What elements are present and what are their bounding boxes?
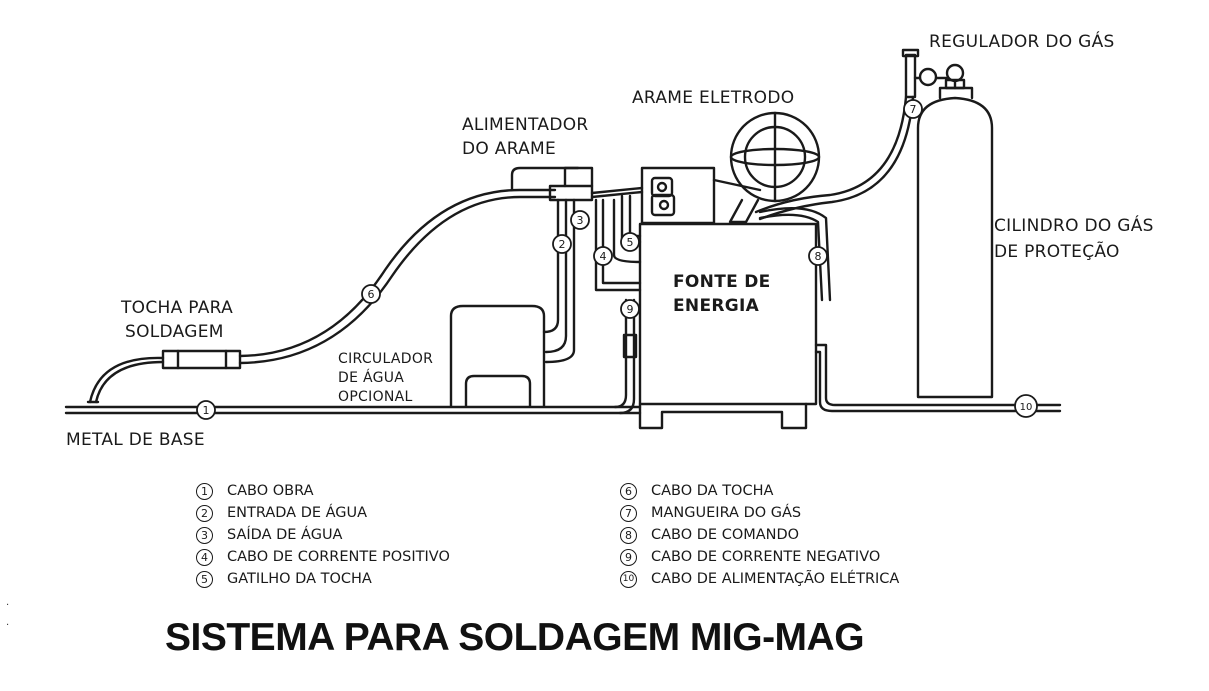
marker-9-text: 9 (627, 303, 634, 316)
legend-text: CABO DA TOCHA (651, 483, 774, 499)
water-circulator (449, 304, 546, 408)
feeder-connector (510, 166, 644, 202)
gas-hose (754, 95, 915, 221)
legend-item: 2 ENTRADA DE ÁGUA (196, 502, 450, 524)
label-tocha-2: SOLDAGEM (125, 322, 224, 342)
legend-text: SAÍDA DE ÁGUA (227, 527, 343, 543)
legend-text: CABO OBRA (227, 483, 314, 499)
label-arame-eletrodo: ARAME ELETRODO (632, 88, 795, 108)
marker-4: 4 (593, 246, 613, 266)
marker-10-text: 10 (1020, 402, 1033, 413)
marker-2: 2 (552, 234, 572, 254)
power-source (638, 222, 818, 430)
water-hoses (542, 198, 576, 364)
marker-7: 7 (903, 99, 923, 119)
label-fonte-1: FONTE DE (673, 272, 771, 292)
legend-item: 10 CABO DE ALIMENTAÇÃO ELÉTRICA (620, 568, 899, 590)
legend-text: MANGUEIRA DO GÁS (651, 505, 802, 521)
legend-number: 10 (620, 570, 637, 588)
marker-6: 6 (361, 284, 381, 304)
label-circulador-2: DE ÁGUA (338, 370, 405, 386)
legend-number: 5 (196, 570, 213, 588)
marker-1-text: 1 (203, 404, 210, 417)
margin-dot: · (6, 620, 10, 631)
legend-item: 3 SAÍDA DE ÁGUA (196, 524, 450, 546)
legend-item: 8 CABO DE COMANDO (620, 524, 899, 546)
marker-8: 8 (808, 246, 828, 266)
label-cilindro-1: CILINDRO DO GÁS (994, 216, 1154, 236)
label-circulador-1: CIRCULADOR (338, 351, 434, 367)
legend-number: 2 (196, 504, 213, 522)
label-tocha-1: TOCHA PARA (121, 298, 233, 318)
marker-7-text: 7 (910, 103, 917, 116)
marker-5-text: 5 (627, 236, 634, 249)
gas-regulator (901, 48, 965, 99)
base-metal (64, 405, 642, 415)
label-circulador-3: OPCIONAL (338, 389, 413, 405)
marker-3: 3 (570, 210, 590, 230)
legend-number: 6 (620, 482, 637, 500)
marker-2-text: 2 (559, 238, 566, 251)
legend-item: 4 CABO DE CORRENTE POSITIVO (196, 546, 450, 568)
legend-text: CABO DE ALIMENTAÇÃO ELÉTRICA (651, 571, 900, 587)
legend-left: 1 CABO OBRA 2 ENTRADA DE ÁGUA 3 SAÍDA DE ÁG… (196, 480, 450, 590)
legend-number: 1 (196, 482, 213, 500)
label-fonte-2: ENERGIA (673, 296, 760, 316)
legend-item: 9 CABO DE CORRENTE NEGATIVO (620, 546, 899, 568)
wire-spool (728, 111, 821, 224)
legend-number: 8 (620, 526, 637, 544)
marker-5: 5 (620, 232, 640, 252)
torch-cable (238, 188, 557, 365)
marker-10: 10 (1014, 394, 1038, 418)
legend-text: CABO DE CORRENTE POSITIVO (227, 549, 450, 565)
label-alimentador-2: DO ARAME (462, 139, 557, 159)
marker-8-text: 8 (815, 250, 822, 263)
legend-item: 5 GATILHO DA TOCHA (196, 568, 450, 590)
legend-number: 7 (620, 504, 637, 522)
marker-3-text: 3 (577, 214, 584, 227)
legend-number: 3 (196, 526, 213, 544)
legend-number: 9 (620, 548, 637, 566)
legend-text: CABO DE COMANDO (651, 527, 800, 543)
legend-text: ENTRADA DE ÁGUA (227, 505, 368, 521)
negative-cable (613, 298, 638, 415)
wire-feeder (640, 166, 762, 225)
power-cable (814, 343, 1062, 413)
gas-cylinder (916, 78, 994, 399)
legend-text: CABO DE CORRENTE NEGATIVO (651, 549, 881, 565)
margin-dot: · (6, 600, 10, 611)
welding-torch (86, 349, 242, 404)
marker-9: 9 (620, 299, 640, 319)
diagram-markers: 1 2 3 4 5 6 7 8 9 10 (196, 99, 1038, 420)
page-title: SISTEMA PARA SOLDAGEM MIG-MAG (165, 616, 865, 659)
label-cilindro-2: DE PROTEÇÃO (994, 242, 1120, 262)
label-alimentador-1: ALIMENTADOR (462, 115, 589, 135)
marker-4-text: 4 (600, 250, 607, 263)
marker-1: 1 (196, 400, 216, 420)
legend-item: 1 CABO OBRA (196, 480, 450, 502)
legend-text: GATILHO DA TOCHA (227, 571, 372, 587)
legend-item: 6 CABO DA TOCHA (620, 480, 899, 502)
label-regulador: REGULADOR DO GÁS (929, 32, 1115, 52)
label-metal-base: METAL DE BASE (66, 430, 205, 450)
legend-number: 4 (196, 548, 213, 566)
legend-item: 7 MANGUEIRA DO GÁS (620, 502, 899, 524)
marker-6-text: 6 (368, 288, 375, 301)
